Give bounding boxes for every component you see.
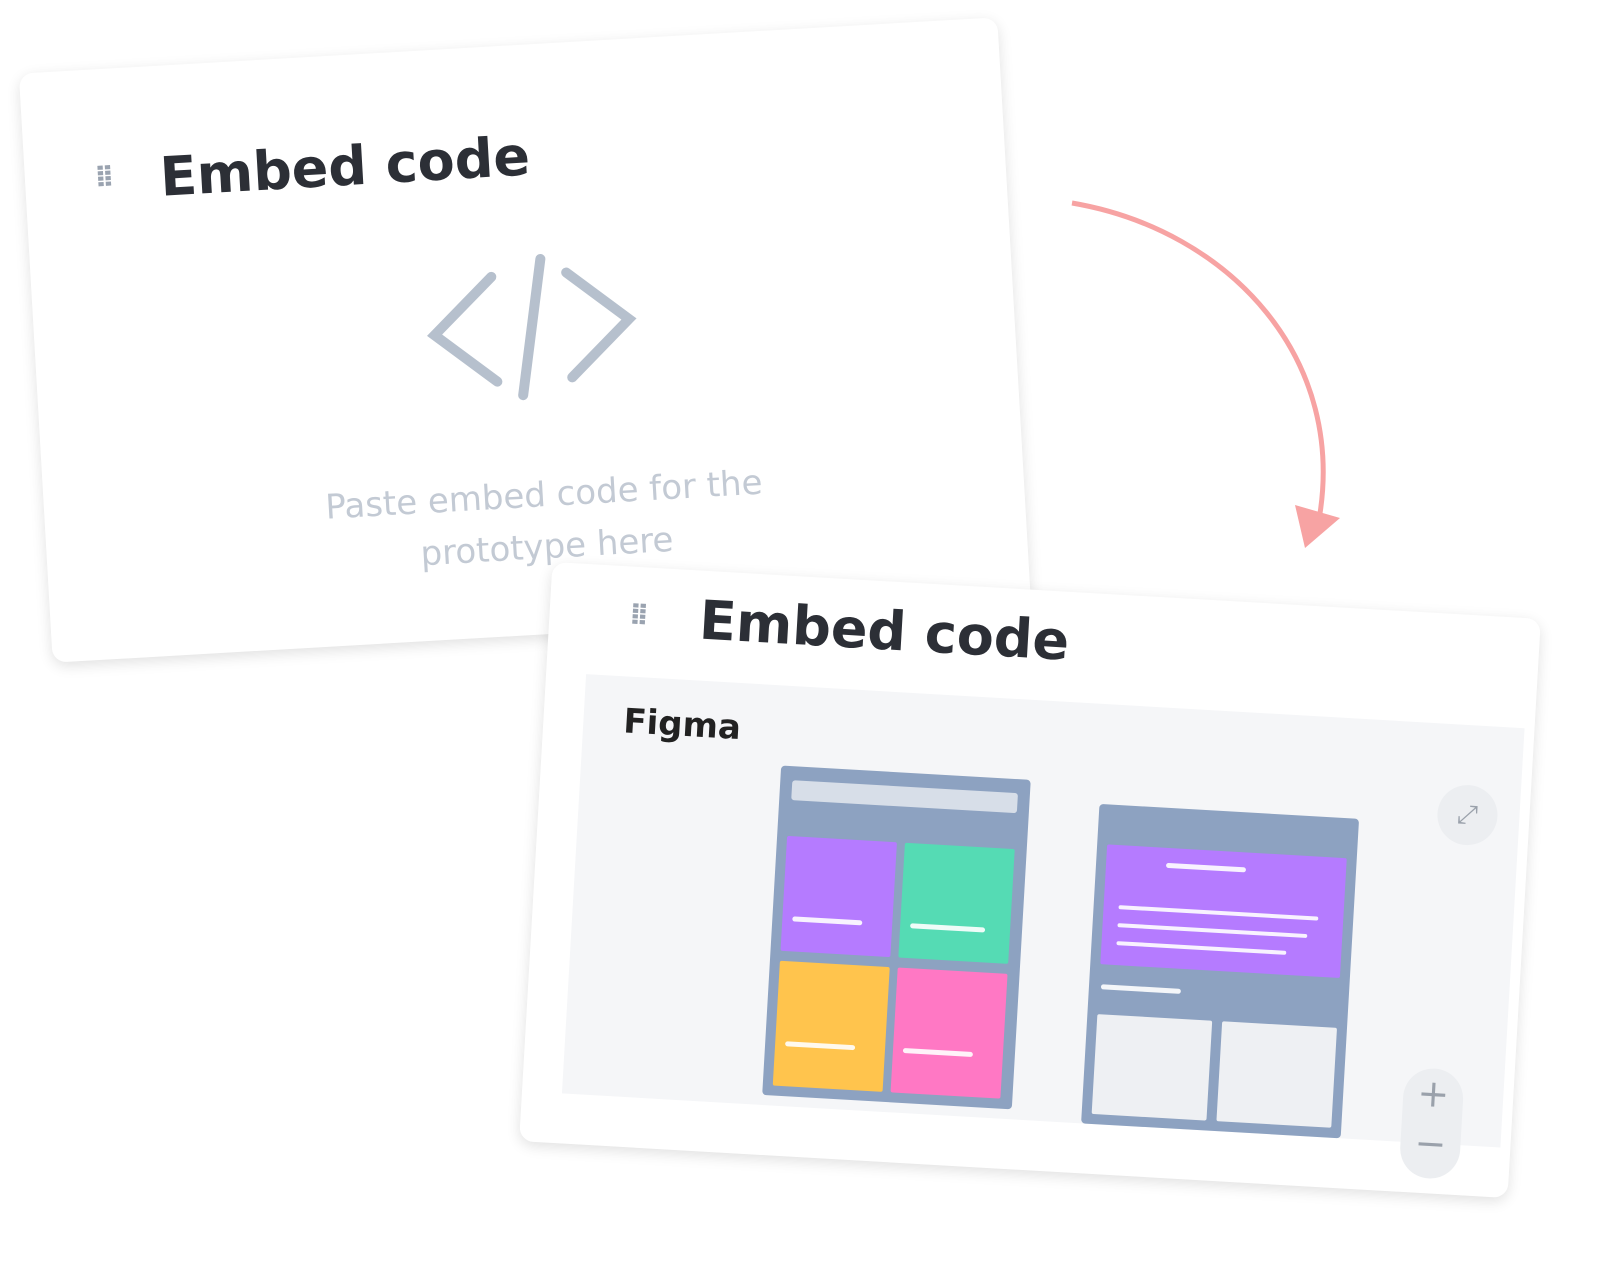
card-title: Embed code <box>697 588 1071 673</box>
drag-handle-icon[interactable]: ⁞⁞ <box>93 158 111 195</box>
zoom-in-button[interactable]: + <box>1416 1070 1451 1117</box>
zoom-out-button[interactable]: − <box>1413 1120 1448 1167</box>
drag-handle-icon[interactable]: ⁞⁞ <box>628 596 646 633</box>
prototype-screen-dashboard <box>762 765 1031 1110</box>
provider-label: Figma <box>622 701 743 749</box>
embed-card-empty: ⁞⁞ Embed code Paste embed code for the p… <box>18 17 1032 663</box>
tile-purple <box>780 835 897 958</box>
code-icon <box>427 253 637 401</box>
embed-preview[interactable]: Figma ⤢ + − <box>561 674 1525 1181</box>
embed-hint: Paste embed code for the prototype here <box>324 462 764 575</box>
card-title: Embed code <box>158 124 532 209</box>
tile-yellow <box>772 960 890 1092</box>
embed-card-figma: ⁞⁞ Embed code Figma ⤢ + − <box>519 561 1541 1199</box>
prototype-screen-detail <box>1081 803 1360 1139</box>
tile-green <box>898 842 1015 964</box>
zoom-controls: + − <box>1398 1066 1465 1181</box>
expand-icon[interactable]: ⤢ <box>1435 783 1500 847</box>
tile-pink <box>890 967 1008 1099</box>
